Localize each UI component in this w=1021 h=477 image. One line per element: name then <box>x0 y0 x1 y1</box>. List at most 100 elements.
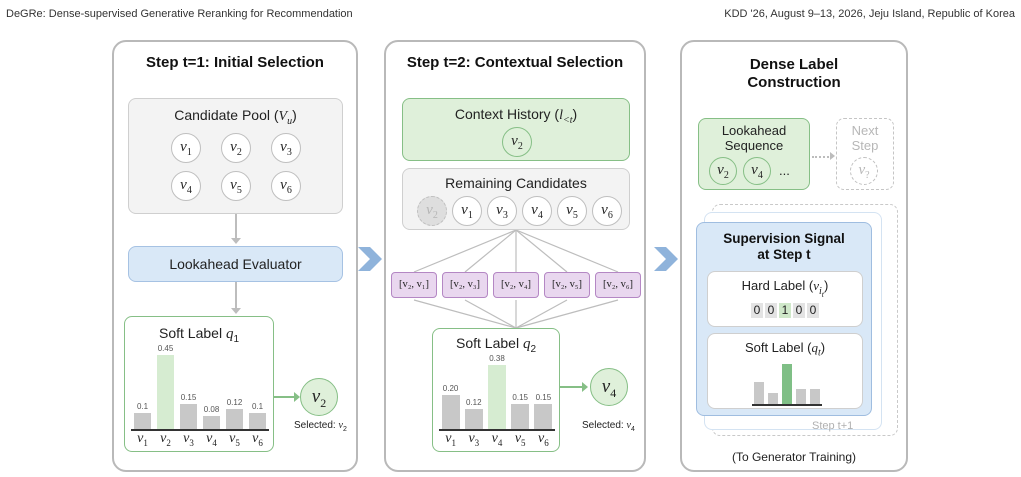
context-history-title: Context History (l<t) <box>454 106 578 126</box>
generator-training-label: (To Generator Training) <box>731 450 857 464</box>
chart-value-label: 0.15 <box>512 392 528 402</box>
remaining-v3: v3 <box>487 196 517 226</box>
soft-label-q1-title: Soft Label q1 <box>159 325 239 345</box>
remaining-candidates-title: Remaining Candidates <box>445 175 587 191</box>
pair-v2-v4: [v₂, v₄] <box>493 272 539 298</box>
remaining-v1: v1 <box>452 196 482 226</box>
hard-label-vector: 0 0 1 0 0 <box>751 303 819 318</box>
removed-v2: v2 <box>417 196 447 226</box>
chart-bar <box>225 409 244 429</box>
step1-title: Step t=1: Initial Selection <box>146 54 324 71</box>
chart-category-label: v2 <box>160 431 171 448</box>
arrowhead-icon <box>830 152 835 160</box>
chart-bar <box>202 415 221 429</box>
arrow-soft-selected <box>274 396 296 398</box>
chart-category-label: v6 <box>252 431 263 448</box>
pair-v2-v6: [v₂, v₆] <box>595 272 641 298</box>
chart-category-label: v6 <box>538 431 549 448</box>
chart-value-label: 0.15 <box>180 393 197 403</box>
dotted-arrow <box>812 156 832 158</box>
candidate-v1: v1 <box>171 133 201 163</box>
chart-bar <box>464 408 483 429</box>
chart-category-label: v1 <box>137 431 148 448</box>
remaining-v6: v6 <box>592 196 622 226</box>
chart-value-label: 0.08 <box>203 404 220 414</box>
chart-category-label: v3 <box>468 431 480 448</box>
candidate-pool-title: Candidate Pool (Vu) <box>174 107 297 127</box>
chart-value-label: 0.12 <box>466 397 482 407</box>
arrow-evaluator-soft <box>235 282 237 312</box>
chevron-right-icon <box>358 247 382 271</box>
pair-v2-v5: [v₂, v₅] <box>544 272 590 298</box>
chart-axis-line <box>752 404 822 406</box>
candidate-v5: v5 <box>221 171 251 201</box>
chart-category-label: v4 <box>491 431 503 448</box>
remaining-v4: v4 <box>522 196 552 226</box>
selected-v2-circle: v2 <box>300 378 338 416</box>
soft-label-qt-title: Soft Label (qt) <box>744 340 826 359</box>
lookahead-ellipsis: ... <box>779 163 790 178</box>
chart-bar <box>767 393 779 404</box>
candidate-v4: v4 <box>171 171 201 201</box>
chart-bar <box>809 389 821 404</box>
pair-v2-v1: [v₂, v₁] <box>391 272 437 298</box>
paper-running-title: DeGRe: Dense-supervised Generative Reran… <box>6 8 353 20</box>
chart-category-label: v3 <box>183 431 194 448</box>
chart-bar <box>133 412 152 429</box>
chart-value-label: 0.1 <box>251 401 264 411</box>
chart-value-label: 0.38 <box>489 354 505 363</box>
remaining-v5: v5 <box>557 196 587 226</box>
soft-label-q2-title: Soft Label q2 <box>456 335 536 355</box>
lookahead-v2: v2 <box>709 157 737 185</box>
step2-panel: Step t=2: Contextual Selection Context H… <box>384 40 646 472</box>
lookahead-v4: v4 <box>743 157 771 185</box>
soft-label-qt-box: Soft Label (qt) <box>707 333 863 409</box>
arrowhead-icon <box>294 392 300 402</box>
candidate-v6: v6 <box>271 171 301 201</box>
chart-bar <box>179 404 198 429</box>
context-history-box: Context History (l<t) v2 <box>402 98 630 161</box>
selected-v4-label: Selected: v4 <box>582 420 635 433</box>
paper-conference-info: KDD '26, August 9–13, 2026, Jeju Island,… <box>724 8 1015 20</box>
pair-v2-v3: [v₂, v₃] <box>442 272 488 298</box>
lookahead-evaluator-box: Lookahead Evaluator <box>128 246 343 282</box>
chart-bar <box>534 403 553 429</box>
chart-category-label: v5 <box>514 431 526 448</box>
next-step-unknown: v? <box>850 157 878 185</box>
chart-bar <box>753 382 765 404</box>
chart-bar <box>795 389 807 404</box>
chart-value-label: 0.12 <box>226 398 243 408</box>
chart-category-label: v1 <box>445 431 456 448</box>
chart-category-label: v4 <box>206 431 217 448</box>
chart-bar <box>781 364 793 404</box>
candidate-pool-box: Candidate Pool (Vu) v1 v2 v3 v4 v5 v6 <box>128 98 343 214</box>
candidate-v2: v2 <box>221 133 251 163</box>
step1-panel: Step t=1: Initial Selection Candidate Po… <box>112 40 358 472</box>
chart-value-label: 0.15 <box>535 392 552 402</box>
remaining-candidates-box: Remaining Candidates v2 v1 v3 v4 v5 v6 <box>402 168 630 230</box>
chart-value-label: 0.1 <box>136 401 149 411</box>
step2-title: Step t=2: Contextual Selection <box>406 54 624 71</box>
chart-bar <box>248 412 267 429</box>
fanout-arrows <box>413 230 619 329</box>
selected-v4-circle: v4 <box>590 368 628 406</box>
chart-value-label: 0.45 <box>157 344 174 353</box>
chart-bar <box>441 395 460 429</box>
hard-label-box: Hard Label (vit) 0 0 1 0 0 <box>707 271 863 327</box>
soft-label-q1-box: Soft Label q1 0.1 v1 0.45 v2 0.15 v3 0.08 v4 0.1… <box>124 316 274 452</box>
candidate-v3: v3 <box>271 133 301 163</box>
arrowhead-icon <box>231 238 241 244</box>
step-next-label: Step t+1 <box>812 420 854 432</box>
chart-axis-line <box>131 429 269 431</box>
context-v2: v2 <box>502 127 532 157</box>
